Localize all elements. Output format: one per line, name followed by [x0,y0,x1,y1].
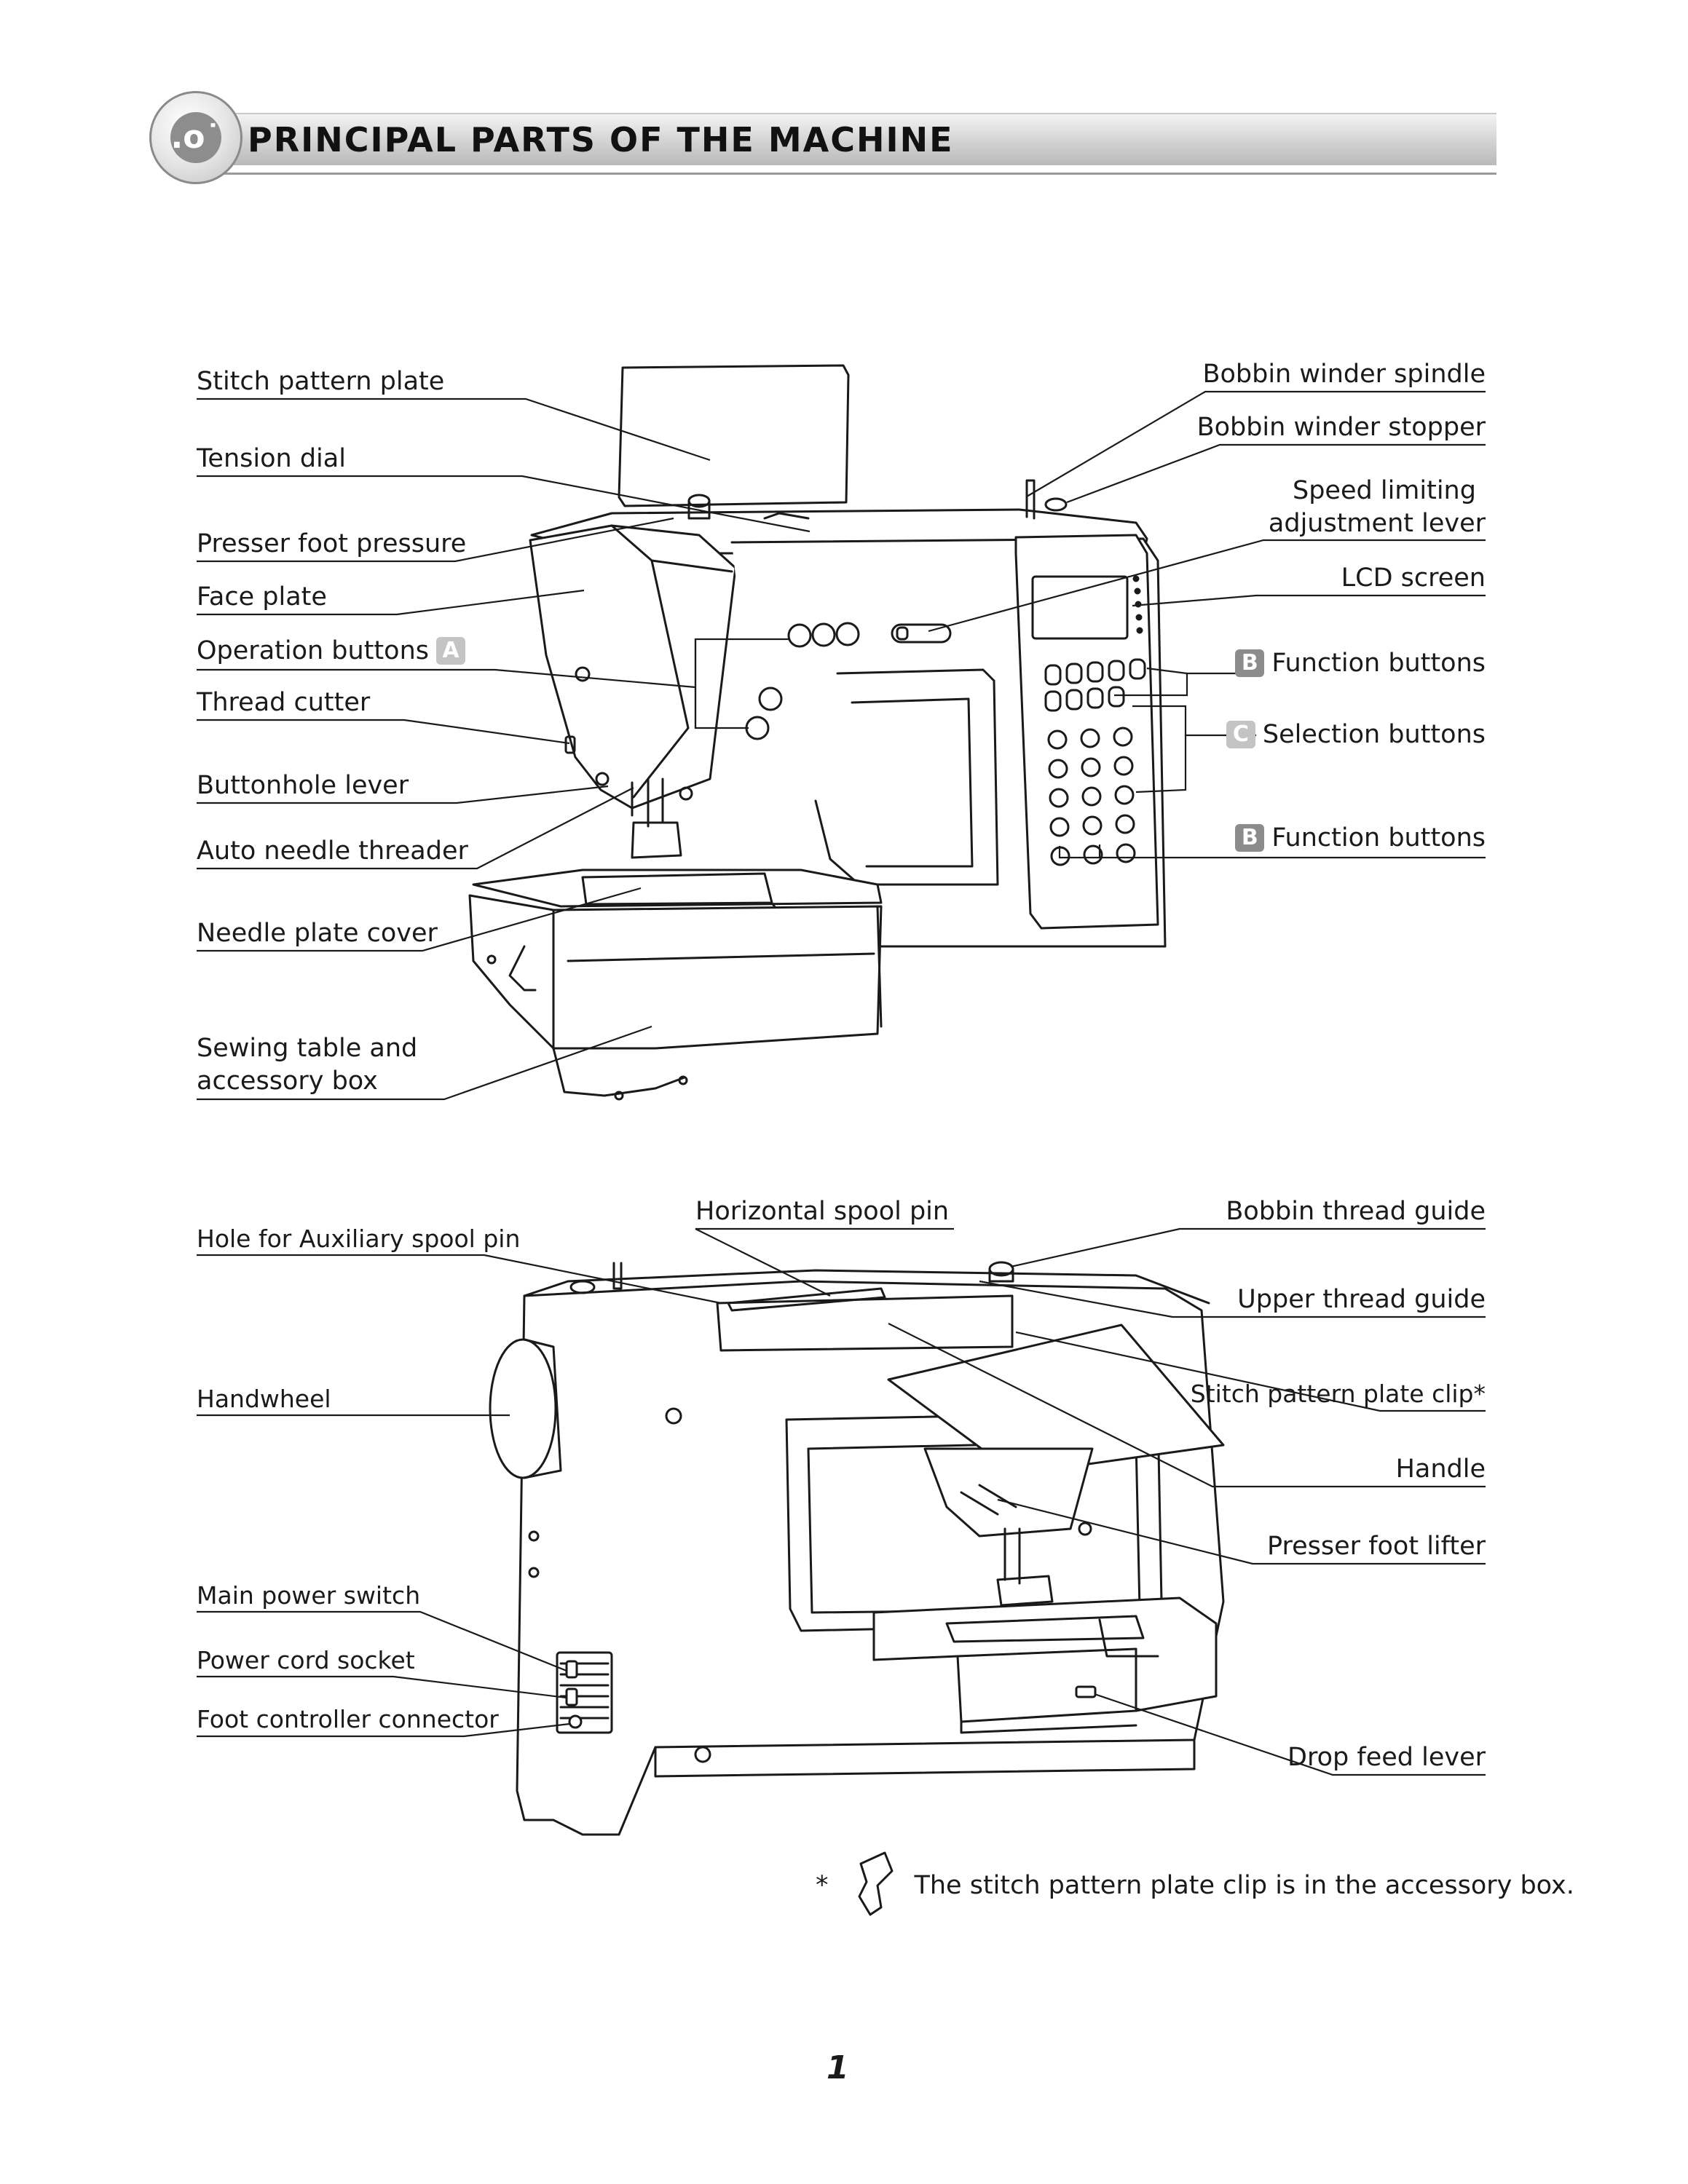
label-upper-thread-guide: Upper thread guide [1237,1285,1486,1314]
label-presser-foot-pressure: Presser foot pressure [197,529,467,558]
label-foot-controller-connector: Foot controller connector [197,1705,499,1733]
label-horizontal-spool-pin: Horizontal spool pin [695,1197,950,1226]
function-buttons-badge-top: B [1235,649,1265,677]
header-badge-inner: .o˙ [170,112,221,163]
label-drop-feed-lever: Drop feed lever [1287,1743,1486,1772]
label-thread-cutter: Thread cutter [197,688,371,717]
label-presser-foot-lifter: Presser foot lifter [1267,1532,1486,1561]
label-function-buttons-bottom-text: Function buttons [1271,823,1486,852]
label-sewing-table-line1: Sewing table and [197,1034,418,1063]
header-underline [218,173,1496,175]
front-view-machine [468,364,1167,1101]
label-lcd-screen: LCD screen [1341,563,1486,593]
label-stitch-pattern-plate-clip: Stitch pattern plate clip* [1190,1380,1486,1408]
label-function-buttons-top-text: Function buttons [1271,649,1486,678]
label-handwheel: Handwheel [197,1385,331,1413]
label-sewing-table-line2: accessory box [197,1067,378,1096]
label-face-plate: Face plate [197,582,327,612]
label-bobbin-thread-guide: Bobbin thread guide [1226,1197,1486,1226]
label-needle-plate-cover: Needle plate cover [197,919,438,948]
label-selection-buttons: C Selection buttons [1219,719,1486,751]
label-power-cord-socket: Power cord socket [197,1646,415,1674]
header-badge-glyph: .o˙ [170,119,221,156]
footnote-star: * [816,1871,829,1900]
label-speed-limiting-line2: adjustment lever [1268,509,1486,538]
label-speed-limiting-line1: Speed limiting [1293,476,1476,505]
label-operation-buttons-text: Operation buttons [197,636,429,665]
leader-lines [197,390,1486,1776]
footnote: * The stitch pattern plate clip is in the… [816,1871,1574,1900]
header-band [215,113,1496,165]
selection-buttons-badge: C [1226,721,1255,748]
label-bobbin-winder-spindle: Bobbin winder spindle [1202,360,1486,389]
label-selection-buttons-text: Selection buttons [1262,720,1486,749]
label-buttonhole-lever: Buttonhole lever [197,771,409,800]
page-title: PRINCIPAL PARTS OF THE MACHINE [248,120,954,159]
function-buttons-badge-bottom: B [1235,824,1265,852]
label-stitch-pattern-plate: Stitch pattern plate [197,367,445,396]
stitch-pattern-plate-clip-icon [858,1851,894,1916]
operation-buttons-badge: A [435,637,465,665]
rear-view-machine [489,1261,1225,1836]
label-tension-dial: Tension dial [197,444,346,473]
label-main-power-switch: Main power switch [197,1581,421,1610]
header-badge-icon: .o˙ [149,91,242,184]
section-header: .o˙ PRINCIPAL PARTS OF THE MACHINE [149,91,1496,186]
page-number: 1 [827,2049,849,2086]
label-auxiliary-spool-pin-hole: Hole for Auxiliary spool pin [197,1224,521,1253]
label-handle: Handle [1395,1455,1486,1484]
label-auto-needle-threader: Auto needle threader [197,836,468,866]
footnote-text: The stitch pattern plate clip is in the … [914,1871,1574,1900]
label-bobbin-winder-stopper: Bobbin winder stopper [1196,413,1486,442]
